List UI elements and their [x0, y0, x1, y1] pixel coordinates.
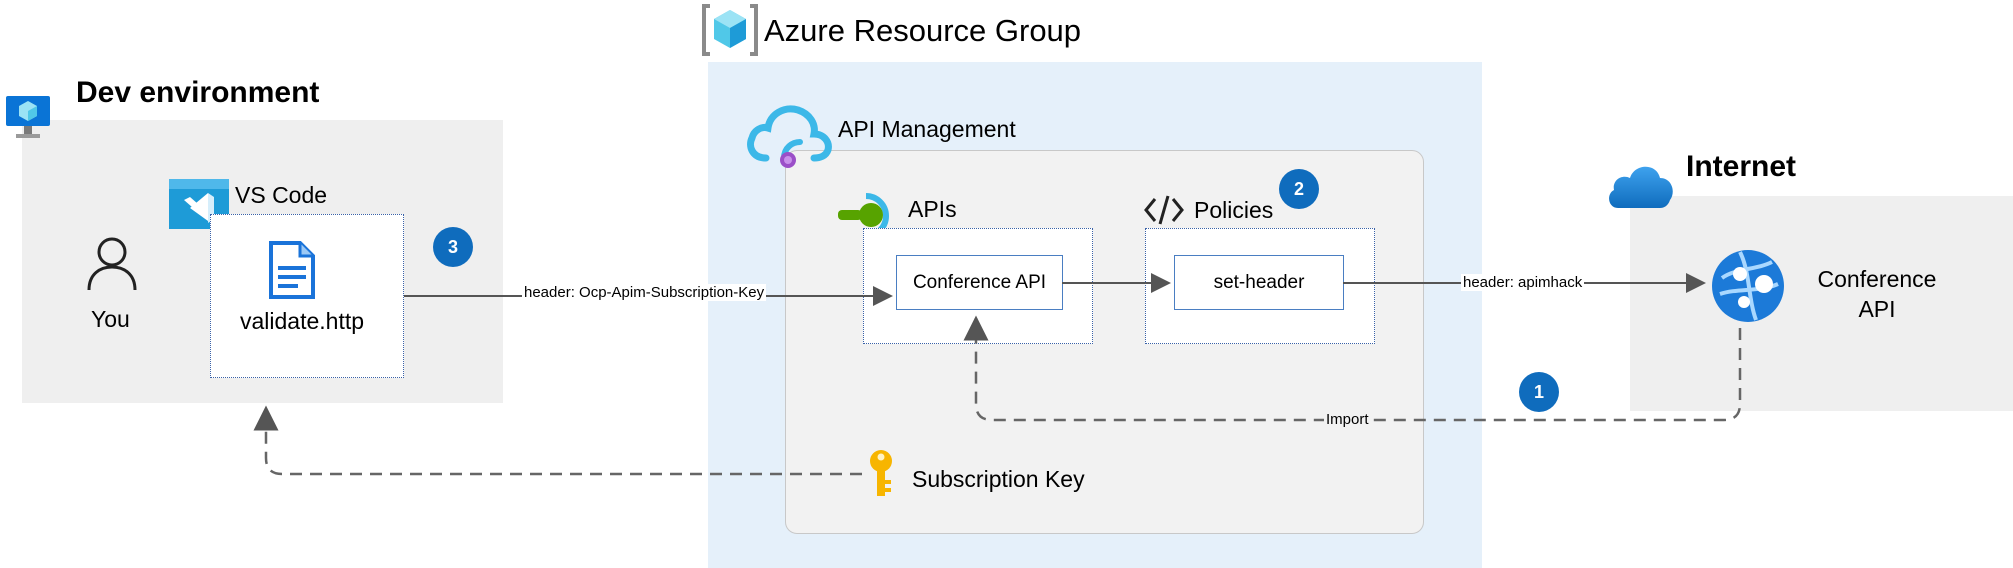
conference-api-service-label: Conference API — [1817, 266, 1937, 322]
vscode-file-box — [210, 214, 404, 378]
code-icon — [1143, 193, 1185, 227]
api-management-icon — [744, 100, 836, 180]
step-2-badge: 2 — [1279, 169, 1319, 209]
vscode-label: VS Code — [235, 182, 328, 208]
internet-panel — [1630, 196, 2013, 411]
resource-group-title: Azure Resource Group — [764, 13, 1082, 48]
apis-label: APIs — [908, 196, 957, 222]
backend-header-label: header: apimhack — [1461, 274, 1585, 291]
step-3-badge: 3 — [433, 227, 473, 267]
dev-environment-title: Dev environment — [76, 76, 320, 109]
monitor-icon — [4, 92, 54, 142]
subscription-key-label: Subscription Key — [912, 466, 1085, 492]
web-service-icon — [1710, 248, 1786, 324]
step-1-badge: 1 — [1519, 372, 1559, 412]
key-icon — [866, 448, 896, 500]
set-header-box[interactable]: set-header — [1174, 255, 1344, 310]
import-label: Import — [1324, 411, 1371, 428]
internet-title: Internet — [1686, 150, 1797, 183]
file-label: validate.http — [240, 308, 365, 334]
document-icon — [268, 240, 316, 300]
you-label: You — [91, 306, 130, 332]
cloud-icon — [1604, 156, 1676, 212]
api-management-title: API Management — [838, 116, 1016, 142]
resource-group-icon — [700, 2, 760, 58]
policies-label: Policies — [1194, 197, 1274, 223]
request-header-label: header: Ocp-Apim-Subscription-Key — [522, 284, 767, 301]
user-icon — [86, 236, 138, 292]
